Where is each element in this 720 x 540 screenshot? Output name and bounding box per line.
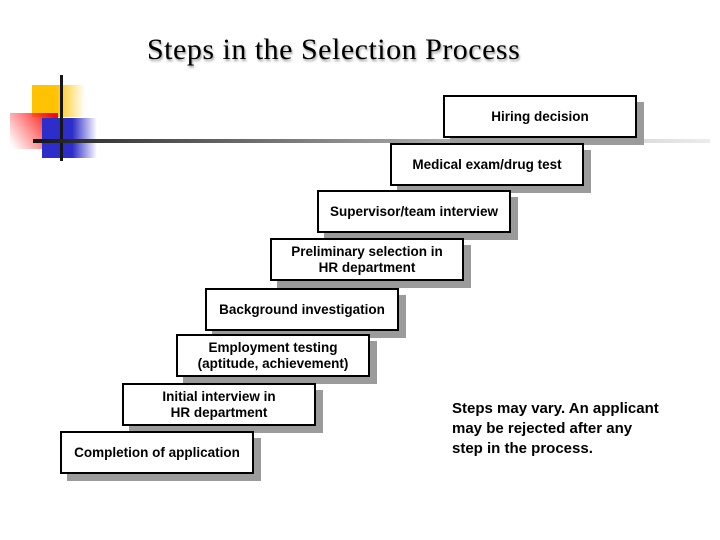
note-text: Steps may vary. An applicant may be reje… [452, 399, 659, 459]
step-label: Preliminary selection in [291, 243, 443, 259]
step-box-background-investigation: Background investigation [205, 288, 399, 331]
step-label: Completion of application [74, 444, 240, 460]
step-box-medical-exam-drug-test: Medical exam/drug test [390, 143, 584, 186]
note-line: Steps may vary. An applicant [452, 400, 659, 417]
step-label: HR department [318, 259, 416, 275]
decoration-gradient-rule [33, 139, 710, 143]
slide-title: Steps in the Selection Process [147, 33, 521, 66]
step-label: Supervisor/team interview [329, 203, 499, 219]
step-label: Initial interview in [162, 388, 276, 404]
step-label: HR department [170, 404, 268, 420]
step-box-initial-interview: Initial interview in HR department [122, 383, 316, 426]
decoration-vertical-line [60, 75, 63, 161]
step-label: Medical exam/drug test [412, 156, 562, 172]
step-box-hiring-decision: Hiring decision [443, 95, 637, 138]
decoration-blue-square [42, 118, 97, 158]
note-line: may be rejected after any [452, 420, 633, 437]
step-label: Background investigation [219, 301, 385, 317]
step-box-completion-of-application: Completion of application [60, 431, 254, 474]
step-label: Employment testing [208, 339, 338, 355]
step-box-supervisor-team-interview: Supervisor/team interview [317, 190, 511, 233]
step-label: Hiring decision [491, 108, 589, 124]
step-box-preliminary-selection: Preliminary selection in HR department [270, 238, 464, 281]
decoration-yellow-square [32, 85, 85, 117]
step-label: (aptitude, achievement) [197, 355, 349, 371]
step-box-employment-testing: Employment testing (aptitude, achievemen… [176, 334, 370, 377]
note-line: step in the process. [452, 440, 593, 457]
